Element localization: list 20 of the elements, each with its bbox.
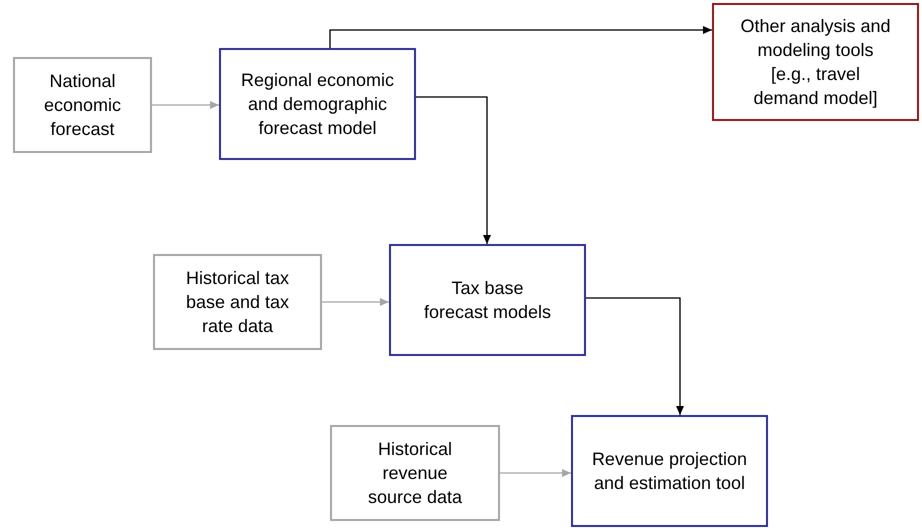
- input-box: [153, 254, 322, 350]
- box-label: National economic forecast: [42, 70, 122, 141]
- box-label: Historical revenue source data: [366, 438, 464, 509]
- tool-box: [571, 415, 768, 527]
- arrow: [152, 101, 219, 109]
- box-label: Revenue projection and estimation tool: [590, 448, 748, 495]
- arrow: [500, 469, 571, 477]
- arrow: [586, 297, 684, 415]
- box-label: Regional economic and demographic forecast model: [240, 69, 396, 140]
- model-box: [389, 244, 586, 356]
- input-box: [13, 57, 152, 153]
- box-label: Other analysis and modeling tools [e.g., travel demand model]: [740, 15, 891, 110]
- model-box: [219, 48, 416, 160]
- box-label: Historical tax base and tax rate data: [184, 267, 290, 338]
- box-label: Tax base forecast models: [423, 277, 552, 324]
- arrow: [322, 298, 389, 306]
- arrow: [329, 26, 712, 48]
- tool-box: [712, 3, 919, 121]
- input-box: [330, 425, 500, 521]
- arrow: [416, 96, 491, 244]
